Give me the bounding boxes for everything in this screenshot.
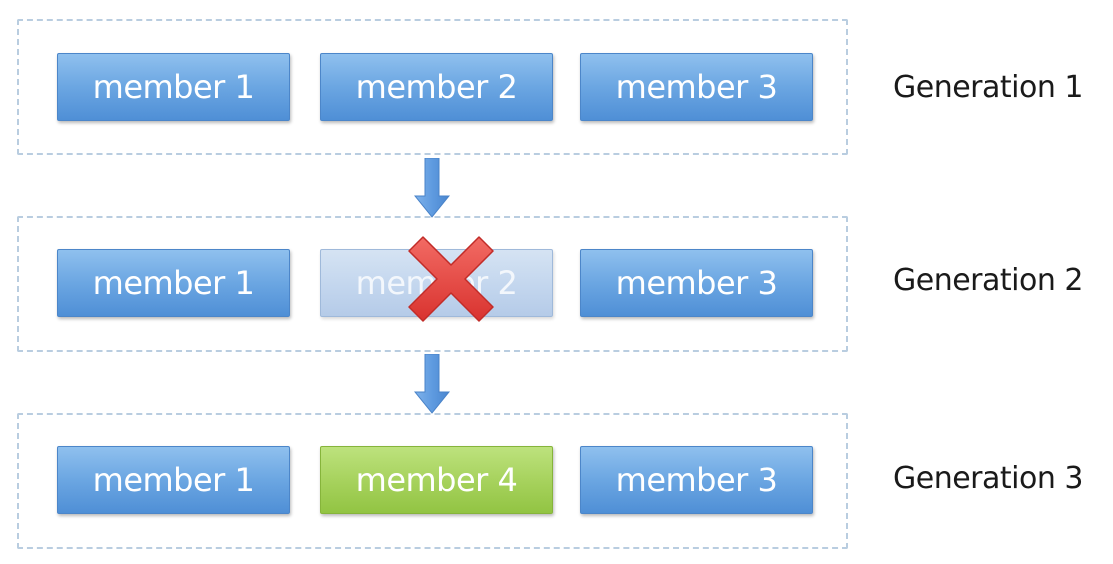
- generation-3-label: Generation 3: [893, 461, 1083, 496]
- gen3-member-1: member 1: [57, 446, 290, 514]
- generation-2-label: Generation 2: [893, 263, 1083, 298]
- x-mark-icon: [408, 236, 494, 322]
- generation-1-box: [17, 19, 848, 155]
- gen1-member-1: member 1: [57, 53, 290, 121]
- gen1-member-2: member 2: [320, 53, 553, 121]
- generation-2-box: [17, 216, 848, 352]
- generation-3-box: [17, 413, 848, 549]
- arrow-down-icon: [414, 354, 450, 414]
- gen2-member-1: member 1: [57, 249, 290, 317]
- generation-1-label: Generation 1: [893, 70, 1083, 105]
- gen3-member-4-new: member 4: [320, 446, 553, 514]
- gen3-member-3: member 3: [580, 446, 813, 514]
- gen2-member-3: member 3: [580, 249, 813, 317]
- gen1-member-3: member 3: [580, 53, 813, 121]
- arrow-down-icon: [414, 158, 450, 218]
